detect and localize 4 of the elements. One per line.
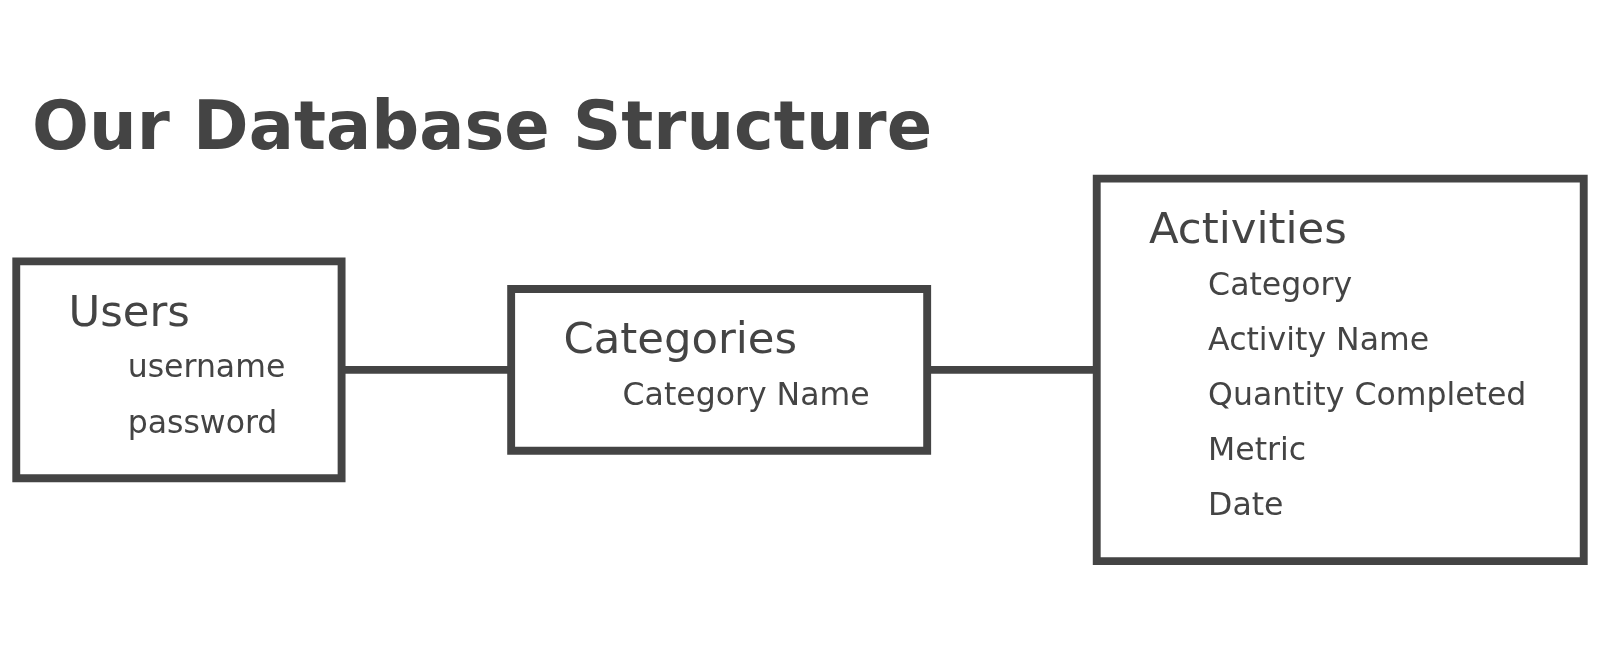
node-box: Activities Category Activity Name Quantity Completed Metric Date: [1092, 174, 1588, 566]
node-box: Users username password: [12, 257, 346, 483]
diagram-title: Our Database Structure: [32, 87, 933, 166]
node-box: Categories Category Name: [507, 285, 932, 455]
